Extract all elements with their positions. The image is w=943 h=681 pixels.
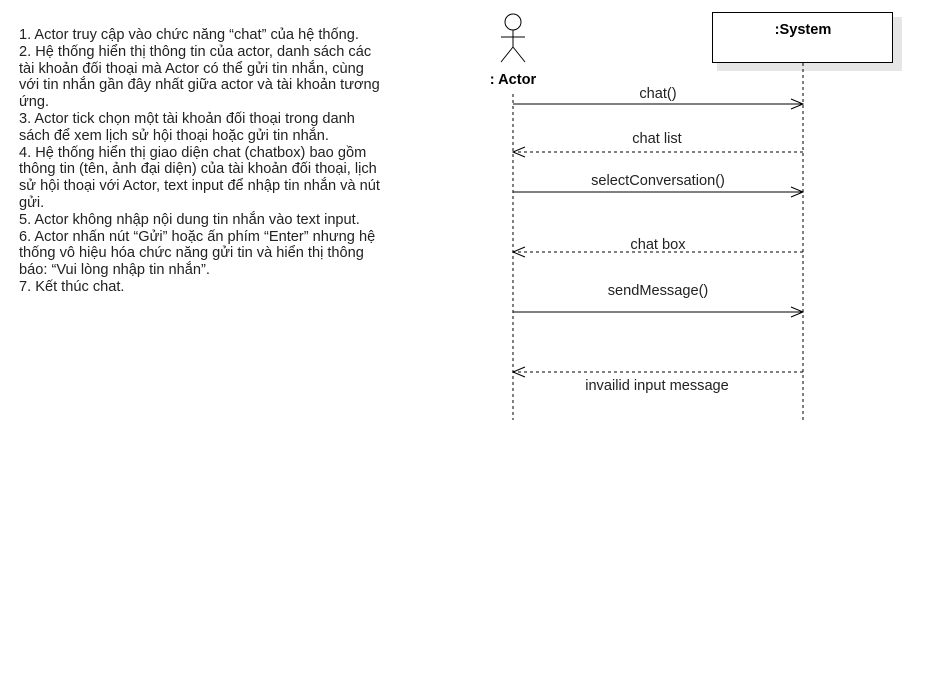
step-text: 7. Kết thúc chat. (19, 278, 125, 295)
system-label: :System (775, 22, 832, 38)
actor-right-leg (512, 46, 526, 63)
step-text: 1. Actor truy cập vào chức năng “chat” c… (19, 27, 359, 43)
message-label-chat-box: chat box (630, 237, 686, 253)
message-label-chat: chat() (639, 86, 676, 102)
step-text: 3. Actor tick chọn một tài khoản đối tho… (19, 110, 355, 144)
step-text: 5. Actor không nhập nội dung tin nhắn và… (19, 211, 360, 228)
step-text: 6. Actor nhấn nút “Gửi” hoặc ấn phím “En… (19, 228, 376, 279)
message-label-chat-list: chat list (632, 131, 681, 147)
actor-left-leg (500, 46, 514, 63)
actor-head (504, 13, 522, 31)
message-label-send-message: sendMessage() (608, 283, 709, 299)
system-box (712, 12, 893, 63)
step-text: 2. Hệ thống hiển thị thông tin của actor… (19, 43, 380, 111)
message-label-invalid-input: invailid input message (585, 378, 729, 394)
actor-figure (500, 13, 526, 63)
use-case-steps: 1. Actor truy cập vào chức năng “chat” c… (19, 27, 381, 296)
actor-label: : Actor (490, 72, 537, 88)
step-text: 4. Hệ thống hiển thị giao diện chat (cha… (19, 144, 380, 211)
message-label-select-conversation: selectConversation() (591, 173, 725, 189)
